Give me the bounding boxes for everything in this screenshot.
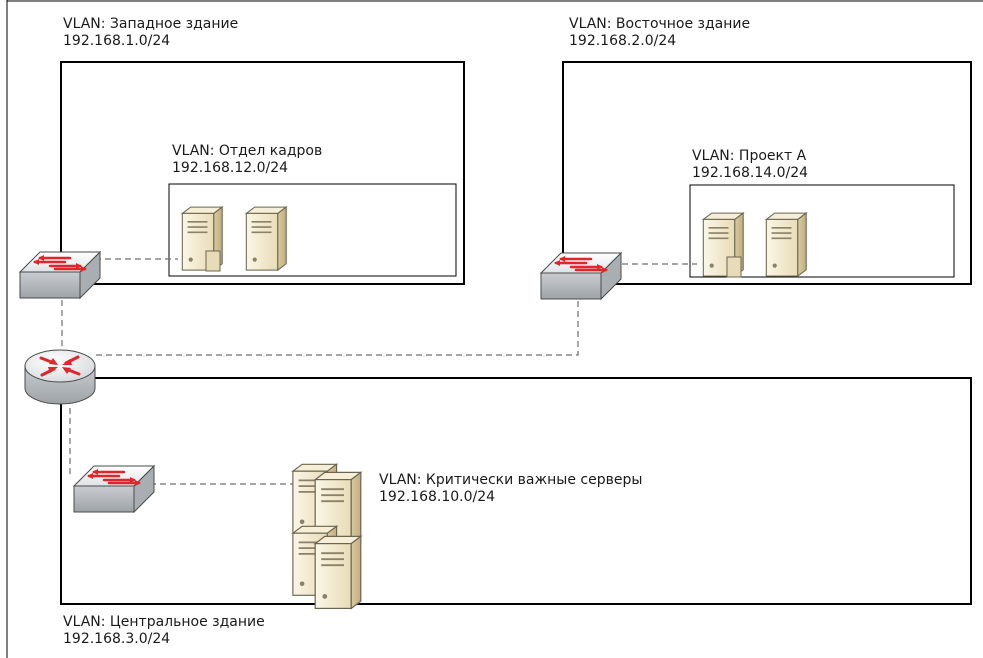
vlan-project-a-subnet: 192.168.14.0/24 (692, 165, 809, 181)
vlan-central-name: VLAN: Центральное здание (63, 614, 265, 630)
vlan-central-subnet: 192.168.3.0/24 (63, 631, 171, 647)
vlan-central-box (60, 377, 972, 605)
vlan-critical-name: VLAN: Критически важные серверы (379, 472, 643, 488)
server-icon[interactable] (245, 206, 287, 271)
vlan-project-a-box (689, 184, 955, 278)
router-icon[interactable] (23, 348, 97, 406)
vlan-west-label: VLAN: Западное здание 192.168.1.0/24 (63, 16, 238, 50)
vlan-critical-label: VLAN: Критически важные серверы 192.168.… (379, 472, 642, 506)
vlan-project-a-name: VLAN: Проект А (692, 148, 807, 164)
server-icon[interactable] (314, 535, 362, 610)
switch-icon[interactable] (539, 251, 623, 301)
switch-icon[interactable] (72, 464, 156, 514)
vlan-west-name: VLAN: Западное здание (63, 16, 239, 32)
vlan-hr-name: VLAN: Отдел кадров (172, 143, 323, 159)
server-icon[interactable] (765, 212, 807, 277)
vlan-west-subnet: 192.168.1.0/24 (63, 33, 171, 49)
vlan-central-label: VLAN: Центральное здание 192.168.3.0/24 (63, 614, 265, 648)
vlan-east-subnet: 192.168.2.0/24 (569, 33, 677, 49)
vlan-east-name: VLAN: Восточное здание (569, 16, 751, 32)
vlan-west-box (60, 61, 465, 285)
vlan-hr-label: VLAN: Отдел кадров 192.168.12.0/24 (172, 143, 322, 177)
vlan-critical-subnet: 192.168.10.0/24 (379, 489, 496, 505)
vlan-hr-subnet: 192.168.12.0/24 (172, 160, 289, 176)
vlan-project-a-label: VLAN: Проект А 192.168.14.0/24 (692, 148, 808, 182)
vlan-east-box (562, 61, 972, 285)
vlan-east-label: VLAN: Восточное здание 192.168.2.0/24 (569, 16, 750, 50)
vlan-hr-box (168, 183, 457, 277)
network-links (61, 258, 697, 485)
switch-icon[interactable] (18, 250, 102, 300)
